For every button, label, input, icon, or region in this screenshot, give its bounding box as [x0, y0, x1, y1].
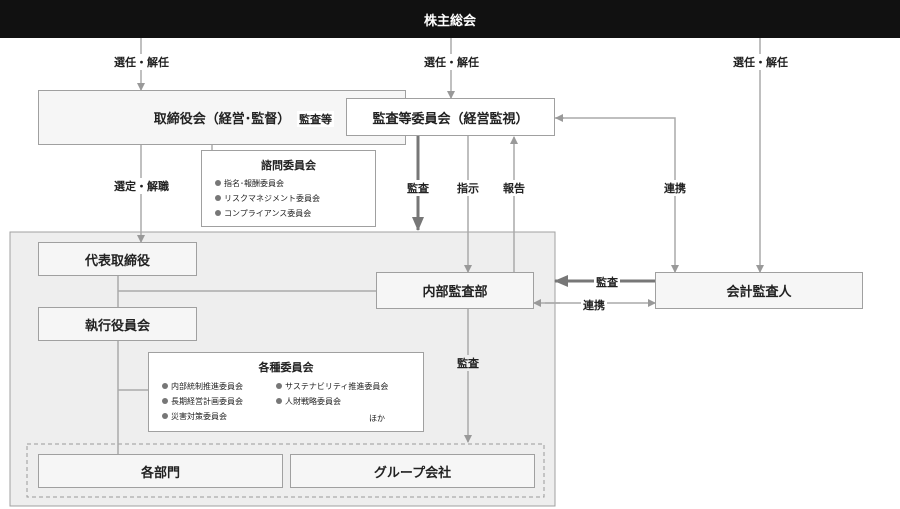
audit-label-internal: 監査 [455, 355, 481, 371]
audit-committee-label: 監査等委員会（経営監視） [372, 111, 529, 127]
elect-label-audit-committee: 選任・解任 [422, 54, 481, 70]
audit-label-accounting: 監査 [594, 274, 620, 290]
accounting-auditor-label: 会計監査人 [726, 285, 792, 300]
internal-audit-box: 内部監査部 [376, 272, 534, 309]
elect-label-accounting-auditor: 選任・解任 [731, 54, 790, 70]
committees-box: 各種委員会 内部統制推進委員会 長期経営計画委員会 災害対策委員会 サステナビリ… [148, 352, 424, 432]
advisory-committee-box: 諮問委員会 指名･報酬委員会 リスクマネジメント委員会 コンプライアンス委員会 [201, 150, 376, 227]
coop-label-committee: 連携 [662, 180, 688, 196]
committees-etc: ほか [369, 414, 385, 423]
audit-label-committee: 監査 [405, 180, 431, 196]
elect-label-board: 選任・解任 [112, 54, 171, 70]
departments-label: 各部門 [140, 465, 180, 481]
departments-box: 各部門 [38, 454, 283, 488]
executive-officers-label: 執行役員会 [84, 318, 150, 334]
internal-audit-label: 内部監査部 [422, 285, 488, 300]
accounting-auditor-box: 会計監査人 [655, 272, 863, 309]
instruct-label: 指示 [455, 180, 481, 196]
representative-director-label: 代表取締役 [84, 253, 150, 269]
advisory-item: リスクマネジメント委員会 [215, 191, 375, 206]
committee-item: 内部統制推進委員会 [162, 379, 243, 394]
committees-title: 各種委員会 [258, 361, 314, 374]
committee-item: 災害対策委員会 [162, 409, 243, 424]
advisory-item: 指名･報酬委員会 [215, 176, 375, 191]
committee-item: 長期経営計画委員会 [162, 394, 243, 409]
audit-etc-label: 監査等 [297, 111, 334, 127]
shareholders-meeting-title: 株主総会 [423, 13, 476, 29]
committee-item: 人財戦略委員会 [275, 394, 388, 409]
executive-officers-box: 執行役員会 [38, 307, 197, 341]
group-enclosure [26, 443, 545, 498]
appoint-dismiss-label: 選定・解職 [112, 178, 171, 194]
audit-committee-box: 監査等委員会（経営監視） [346, 98, 555, 136]
representative-director-box: 代表取締役 [38, 242, 197, 276]
advisory-committee-title: 諮問委員会 [261, 159, 316, 172]
board-of-directors-label: 取締役会（経営･監督） [153, 112, 291, 127]
group-companies-label: グループ会社 [373, 465, 452, 481]
report-label: 報告 [501, 180, 527, 196]
advisory-item: コンプライアンス委員会 [215, 206, 375, 221]
shareholders-meeting-bar: 株主総会 [0, 0, 900, 38]
board-of-directors-box: 取締役会（経営･監督） [38, 90, 406, 145]
coop-label-internal: 連携 [581, 297, 607, 313]
group-companies-box: グループ会社 [290, 454, 535, 488]
committee-item: サステナビリティ推進委員会 [275, 379, 388, 394]
